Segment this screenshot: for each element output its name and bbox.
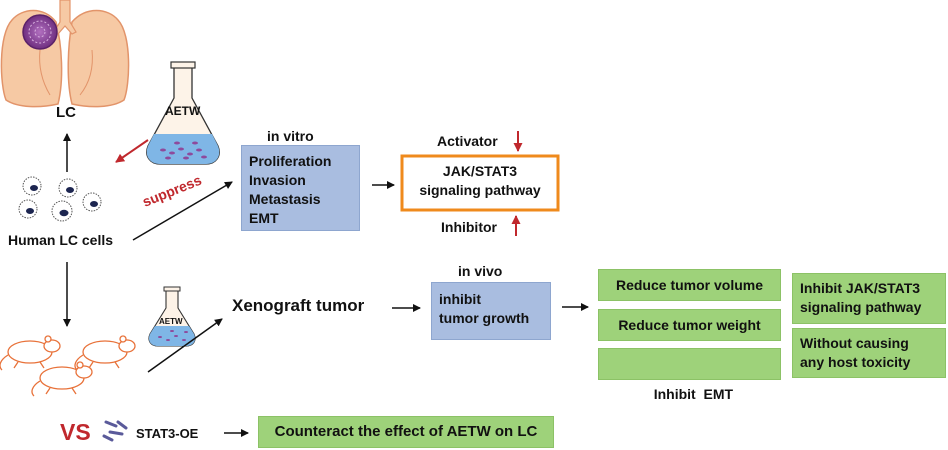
arrow-mice-to-xenograft <box>147 318 223 373</box>
in-vivo-box: inhibit tumor growth <box>431 282 551 340</box>
right-lung <box>67 9 130 108</box>
in-vitro-item: EMT <box>249 210 279 226</box>
cancer-cells-illustration <box>18 176 102 222</box>
result-reduce-volume: Reduce tumor volume <box>598 269 781 301</box>
in-vitro-box: Proliferation Invasion Metastasis EMT <box>241 145 360 231</box>
label-vs: VS <box>60 419 91 445</box>
result-inhibit-jak-stat3: Inhibit JAK/STAT3 signaling pathway <box>792 273 946 324</box>
label-stat3-oe: STAT3-OE <box>136 426 199 441</box>
aetw-flask-bottom <box>148 286 196 347</box>
counteract-box: Counteract the effect of AETW on LC <box>258 416 554 448</box>
lungs-illustration <box>0 0 130 108</box>
red-arrow-aetw-to-cells <box>115 139 149 163</box>
label-aetw-flask-bottom: AETW <box>159 317 183 326</box>
label-xenograft-tumor: Xenograft tumor <box>232 296 365 315</box>
label-inhibitor: Inhibitor <box>441 219 497 235</box>
mice-illustration <box>0 335 136 397</box>
label-in-vitro: in vitro <box>267 128 314 144</box>
jak-stat3-text: JAK/STAT3 signaling pathway <box>402 162 558 200</box>
stat3-oe-cells-icon <box>102 420 128 442</box>
in-vitro-item: Invasion <box>249 172 306 188</box>
result-no-host-toxicity: Without causing any host toxicity <box>792 328 946 378</box>
in-vitro-item: Metastasis <box>249 191 321 207</box>
result-line: any host toxicity <box>800 354 911 370</box>
result-inhibit-emt: Inhibit EMT <box>598 348 781 402</box>
jak-stat3-line: signaling pathway <box>419 182 541 198</box>
counteract-text: Counteract the effect of AETW on LC <box>274 423 538 440</box>
result-text: Reduce tumor weight <box>618 317 761 333</box>
result-line: Inhibit JAK/STAT3 <box>800 280 921 296</box>
label-aetw-flask-top: AETW <box>165 104 201 118</box>
result-line: signaling pathway <box>800 299 922 315</box>
label-human-lc-cells: Human LC cells <box>8 232 114 248</box>
lung-tumor <box>22 14 58 50</box>
jak-stat3-box <box>400 154 560 212</box>
result-text: Inhibit EMT <box>653 386 734 402</box>
in-vivo-line: inhibit <box>439 291 481 307</box>
result-line: Without causing <box>800 335 909 351</box>
in-vitro-item: Proliferation <box>249 153 332 169</box>
jak-stat3-line: JAK/STAT3 <box>442 163 518 179</box>
arrow-suppress <box>132 181 233 241</box>
label-lc: LC <box>56 104 76 121</box>
result-reduce-weight: Reduce tumor weight <box>598 309 781 341</box>
label-activator: Activator <box>437 133 498 149</box>
aetw-flask-top <box>146 61 220 165</box>
label-in-vivo: in vivo <box>458 263 503 279</box>
in-vivo-line: tumor growth <box>439 310 530 326</box>
result-text: Reduce tumor volume <box>615 277 764 293</box>
